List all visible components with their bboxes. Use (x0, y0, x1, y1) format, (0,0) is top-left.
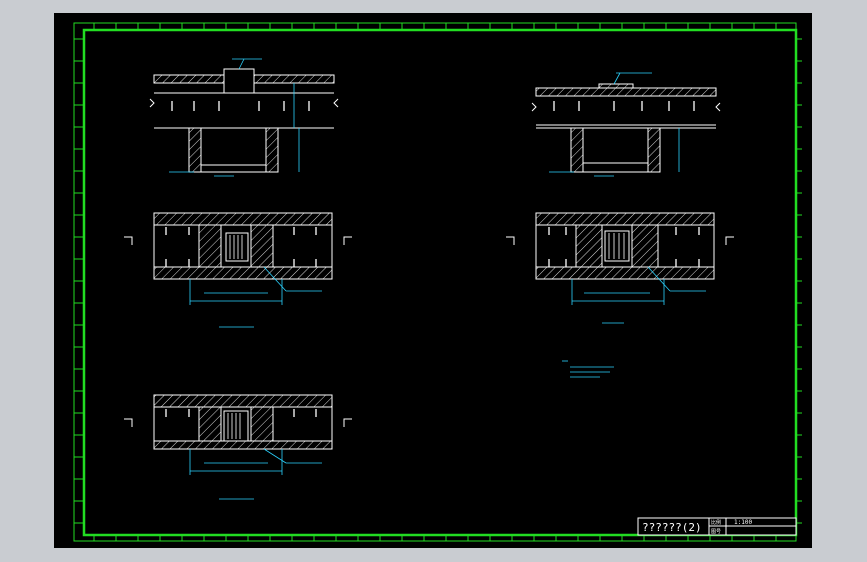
inner-border (82, 28, 798, 537)
sheet-label: 图号 (711, 529, 721, 535)
notes-block (562, 360, 614, 378)
plan-bottom-left (124, 394, 352, 450)
title-block: ??????(2) 比例 1:100 图号 (637, 517, 797, 536)
outer-border (73, 22, 797, 542)
dims-mid-right (571, 266, 706, 324)
title-block-title: ??????(2) (642, 521, 702, 534)
section-top-right (531, 83, 721, 173)
dims-top-left (169, 58, 300, 177)
scale-label: 比例 (711, 519, 721, 526)
border-ticks (74, 23, 802, 541)
dims-bottom-left (189, 448, 322, 500)
dims-mid-left (189, 266, 322, 328)
plan-mid-left (124, 212, 352, 280)
scale-value: 1:100 (734, 519, 752, 526)
dims-top-right (549, 72, 680, 177)
plan-mid-right (506, 212, 734, 280)
cad-drawing: ??????(2) 比例 1:100 图号 (73, 22, 802, 542)
section-top-left (149, 68, 339, 173)
drawing-sheet: ??????(2) 比例 1:100 图号 (54, 13, 812, 548)
